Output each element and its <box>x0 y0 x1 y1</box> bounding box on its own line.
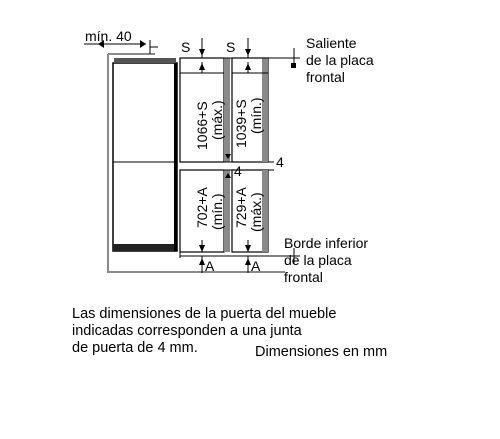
upper-left-dim-label: 1066+S <box>194 101 210 150</box>
lower-left-dim-sub: (mín.) <box>209 193 225 230</box>
middle-gap-markers <box>224 161 274 171</box>
callout-bottom-line-3: frontal <box>284 269 323 285</box>
callout-bottom-line-1: Borde inferior <box>284 235 368 251</box>
upper-right-dim-sub: (mín.) <box>248 97 264 134</box>
s-right-label: S <box>226 39 235 55</box>
units-note: Dimensiones en mm <box>255 344 388 360</box>
min-40-label: mín. 40 <box>85 28 132 44</box>
lower-left-dim-label: 702+A <box>194 186 210 228</box>
gasket-note-line-1: Las dimensiones de la puerta del mueble <box>72 306 337 322</box>
s-left-label: S <box>181 39 190 55</box>
bottom-arrowheads <box>199 245 251 265</box>
middle-arrowheads <box>225 154 231 178</box>
callout-top-marker <box>291 63 296 68</box>
gasket-note: Las dimensiones de la puerta del mueble … <box>72 306 392 357</box>
lower-right-dim-label: 729+A <box>233 186 249 228</box>
upper-left-dim-sub: (máx.) <box>209 100 225 140</box>
gasket-note-line-2: indicadas corresponden a una junta <box>72 323 302 339</box>
a-right-label: A <box>251 258 261 274</box>
callout-top-line-1: Saliente <box>306 35 357 51</box>
gap-4-right-label: 4 <box>276 154 284 170</box>
gasket-note-line-3: de puerta de 4 mm. <box>72 340 198 356</box>
upper-door-panel <box>179 57 225 163</box>
appliance-body <box>112 58 178 252</box>
door-panels <box>179 57 269 253</box>
gap-4-mid-label: 4 <box>234 163 242 179</box>
callout-bottom-line-2: de la placa <box>284 252 352 268</box>
upper-right-dim-label: 1039+S <box>233 99 249 148</box>
callout-top-line-3: frontal <box>306 69 345 85</box>
a-left-label: A <box>205 258 215 274</box>
lower-right-dim-sub: (máx.) <box>248 192 264 232</box>
callout-top-line-2: de la placa <box>306 52 374 68</box>
cabinet-outline <box>107 53 285 273</box>
